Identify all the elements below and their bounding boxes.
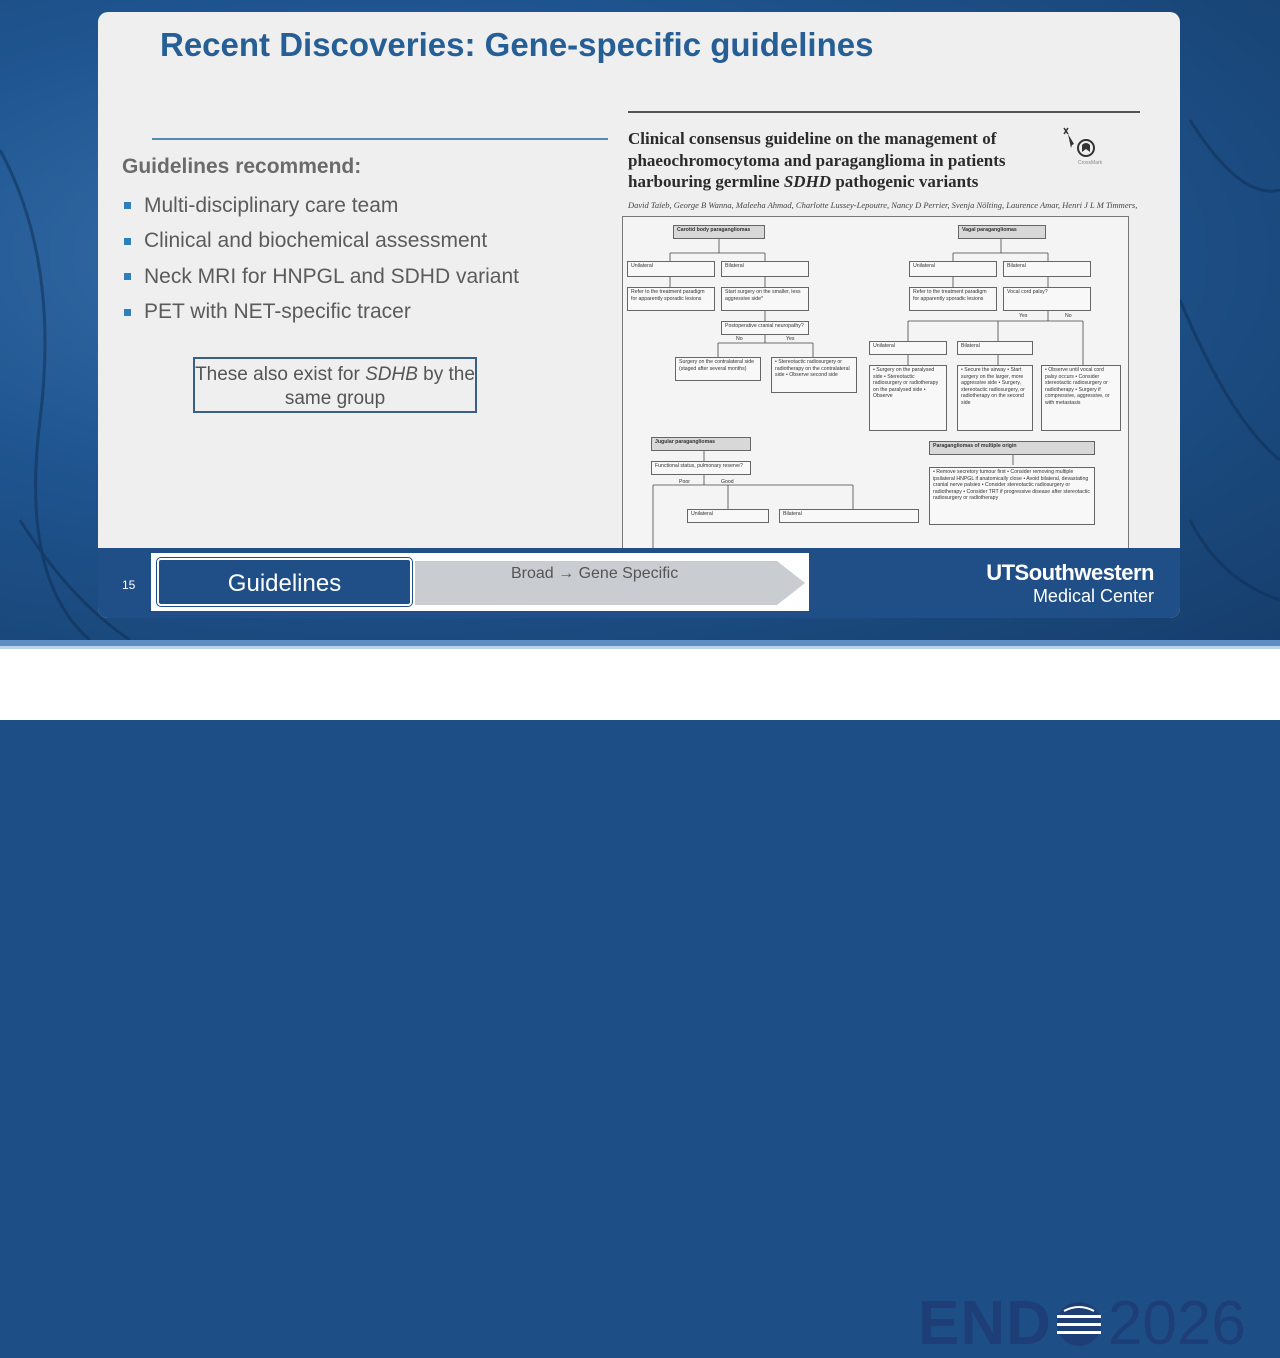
flow-node-bilateral: Bilateral bbox=[1003, 261, 1091, 277]
org-logo: UTSouthwestern Medical Center bbox=[962, 561, 1154, 607]
list-item: Clinical and biochemical assessment bbox=[122, 224, 519, 260]
flow-label-no: No bbox=[1065, 313, 1072, 319]
paper-divider bbox=[628, 111, 1140, 113]
progress-range-label: Broad → Gene Specific bbox=[511, 565, 679, 582]
slide-title: Recent Discoveries: Gene-specific guidel… bbox=[160, 26, 874, 63]
conference-year: 2026 bbox=[1107, 1289, 1246, 1358]
bullet-text: PET with NET-specific tracer bbox=[144, 300, 411, 324]
flow-label-good: Good bbox=[721, 479, 734, 485]
org-logo-name: UTSouthwestern bbox=[986, 560, 1154, 585]
slide: Recent Discoveries: Gene-specific guidel… bbox=[98, 12, 1180, 618]
flow-node-start-smaller: Start surgery on the smaller, less aggre… bbox=[721, 287, 809, 311]
divider bbox=[152, 138, 608, 140]
flow-node-bilateral: Bilateral bbox=[779, 509, 919, 523]
flow-node-unilateral: Unilateral bbox=[627, 261, 715, 277]
progress-indicator: Guidelines Broad → Gene Specific bbox=[151, 553, 809, 611]
flow-label-no: No bbox=[736, 336, 743, 342]
flow-node-vagal-uni-options: • Surgery on the paralysed side • Stereo… bbox=[869, 365, 947, 431]
list-item: Multi-disciplinary care team bbox=[122, 188, 519, 224]
flow-node-surgery-contra: Surgery on the contralateral side (stage… bbox=[675, 357, 761, 381]
guidelines-button[interactable]: Guidelines bbox=[157, 558, 412, 606]
paper-title-line: phaeochromocytoma and paraganglioma in p… bbox=[628, 150, 1006, 170]
flow-node-unilateral: Unilateral bbox=[687, 509, 769, 523]
flow-label-yes: Yes bbox=[1019, 313, 1028, 319]
page-number: 15 bbox=[122, 578, 136, 592]
flow-node-carotid: Carotid body paragangliomas bbox=[673, 225, 765, 239]
flow-node-unilateral: Unilateral bbox=[909, 261, 997, 277]
bullet-square-icon bbox=[124, 237, 131, 245]
bullet-text: Neck MRI for HNPGL and SDHD variant bbox=[144, 264, 519, 288]
paper-authors: David Taïeb, George B Wanna, Maleeha Ahm… bbox=[628, 200, 1138, 210]
flow-node-bilateral: Bilateral bbox=[721, 261, 809, 277]
bullet-text: Multi-disciplinary care team bbox=[144, 193, 399, 217]
callout-gene: SDHB bbox=[365, 364, 418, 385]
flow-node-functional: Functional status, pulmonary reserve? bbox=[651, 461, 751, 475]
conference-footer: END 2026 bbox=[0, 640, 1280, 1356]
guideline-flowchart: Carotid body paragangliomas Vagal paraga… bbox=[622, 216, 1129, 550]
flow-node-vagal-no-options: • Observe until vocal cord palsy occurs … bbox=[1041, 365, 1121, 431]
flow-node-unilateral: Unilateral bbox=[869, 341, 947, 355]
callout-box: These also exist for SDHB by the same gr… bbox=[193, 357, 477, 413]
paper-title-gene: SDHD bbox=[783, 172, 832, 191]
flow-node-vocal: Vocal cord palsy? bbox=[1003, 287, 1091, 311]
paper-title-line: Clinical consensus guideline on the mana… bbox=[628, 129, 997, 148]
flow-node-vagal: Vagal paragangliomas bbox=[958, 225, 1046, 239]
flow-label-yes: Yes bbox=[786, 336, 795, 342]
paper-title-line: harbouring germline SDHD pathogenic vari… bbox=[628, 171, 1006, 193]
paper-title-part: harbouring germline bbox=[628, 172, 784, 191]
flow-node-refer: Refer to the treatment paradigm for appa… bbox=[627, 287, 715, 311]
conference-logo: END 2026 bbox=[918, 1292, 1246, 1356]
flow-node-vagal-bi-options: • Secure the airway • Start surgery on t… bbox=[957, 365, 1033, 431]
crossmark-label: CrossMark bbox=[1078, 160, 1103, 166]
flow-node-jugular: Jugular paragangliomas bbox=[651, 437, 751, 451]
footer-stripe bbox=[0, 640, 1280, 646]
conference-logo-text: END bbox=[918, 1289, 1052, 1358]
background-network-graphic bbox=[0, 119, 1280, 640]
flow-label-poor: Poor bbox=[679, 479, 690, 485]
flow-node-stereo-contra: • Stereotactic radiosurgery or radiother… bbox=[771, 357, 857, 393]
footer-stripe-light bbox=[0, 646, 1280, 649]
paper-title: Clinical consensus guideline on the mana… bbox=[628, 128, 1006, 193]
arrow-right-icon bbox=[415, 561, 805, 605]
guidelines-heading: Guidelines recommend: bbox=[122, 155, 362, 178]
org-logo-subtitle: Medical Center bbox=[1032, 586, 1154, 606]
bullet-square-icon bbox=[124, 202, 131, 210]
list-item: Neck MRI for HNPGL and SDHD variant bbox=[122, 259, 519, 295]
flow-node-postop: Postoperative cranial neuropathy? bbox=[721, 321, 809, 335]
flow-node-multiple: Paragangliomas of multiple origin bbox=[929, 441, 1095, 455]
callout-text-end: by the same group bbox=[284, 364, 475, 409]
bullet-list: Multi-disciplinary care team Clinical an… bbox=[122, 188, 519, 330]
paper-title-part: pathogenic variants bbox=[831, 172, 979, 191]
flowchart-connectors bbox=[652, 239, 1084, 549]
bullet-square-icon bbox=[124, 308, 131, 316]
flow-node-multiple-options: • Remove secretory tumour first • Consid… bbox=[929, 467, 1095, 525]
flow-node-refer: Refer to the treatment paradigm for appa… bbox=[909, 287, 997, 311]
bullet-text: Clinical and biochemical assessment bbox=[144, 229, 488, 253]
flow-node-bilateral: Bilateral bbox=[957, 341, 1033, 355]
globe-icon bbox=[1056, 1302, 1101, 1346]
list-item: PET with NET-specific tracer bbox=[122, 295, 519, 331]
crossmark-icon bbox=[1063, 127, 1095, 157]
crossmark-badge: CrossMark bbox=[1060, 126, 1104, 166]
bullet-square-icon bbox=[124, 273, 131, 281]
callout-text: These also exist for bbox=[195, 364, 366, 385]
